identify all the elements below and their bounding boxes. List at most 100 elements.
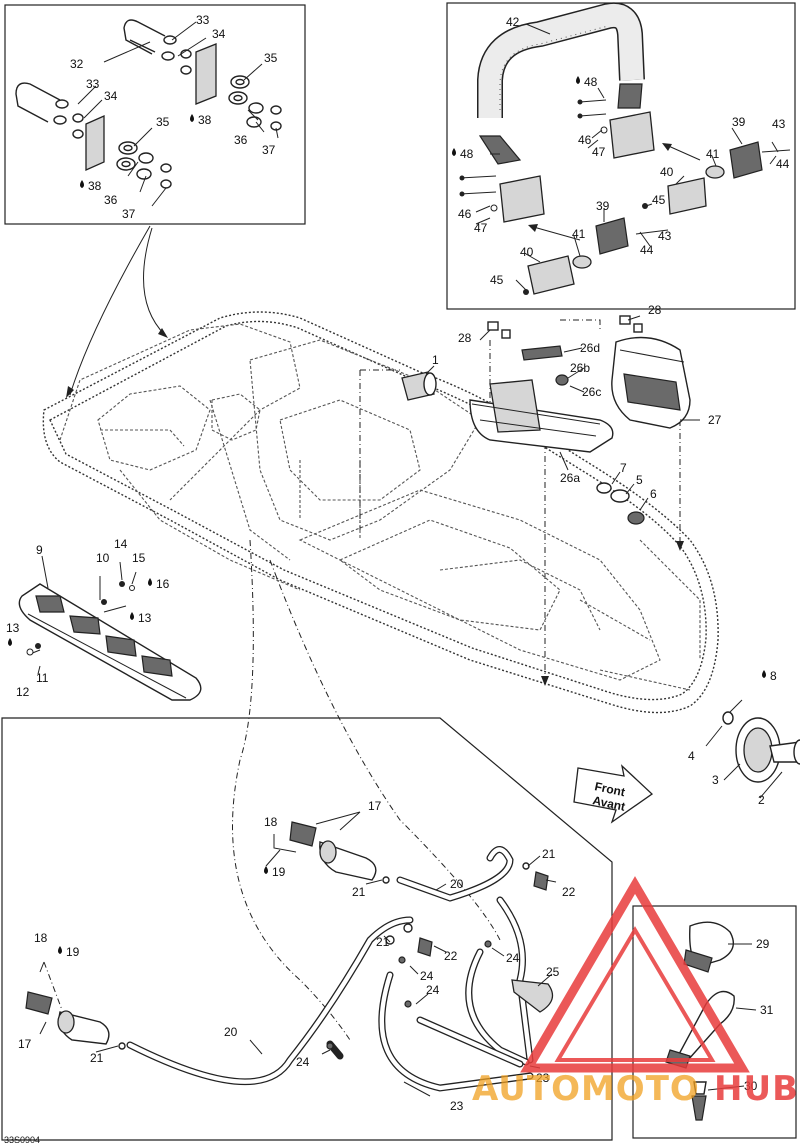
- callout-20: 20: [224, 1025, 238, 1039]
- callout-17: 17: [18, 1037, 32, 1051]
- tow-hook-washers: [53, 35, 192, 139]
- callout-13: 13: [6, 621, 20, 635]
- grab-handle: [477, 2, 645, 165]
- callout-24: 24: [296, 1055, 310, 1069]
- backing-plate-upper: [195, 43, 217, 105]
- callout-19: 19: [272, 865, 286, 879]
- callout-40: 40: [520, 245, 534, 259]
- callout-35: 35: [156, 115, 170, 129]
- callout-33: 33: [196, 13, 210, 27]
- adhesive-droplet-icons: [8, 76, 766, 954]
- callout-26d: 26d: [580, 341, 600, 355]
- callout-21: 21: [376, 935, 390, 949]
- callout-14: 14: [114, 537, 128, 551]
- watermark-text-right: HUB: [714, 1069, 799, 1109]
- callout-labels: 33 34 32 35 33 34 38 36 35 37 38 36 37 4…: [6, 13, 790, 1113]
- callout-2: 2: [758, 793, 765, 807]
- bilge-hoses: [126, 846, 534, 1092]
- callout-22: 22: [444, 949, 458, 963]
- hatch-bushing: [401, 371, 437, 401]
- callout-29: 29: [756, 937, 770, 951]
- callout-9: 9: [36, 543, 43, 557]
- callout-26b: 26b: [570, 361, 590, 375]
- callout-24: 24: [426, 983, 440, 997]
- diagram-code: 33S0904: [4, 1135, 40, 1145]
- backing-plate-lower: [85, 114, 105, 172]
- callout-48: 48: [584, 75, 598, 89]
- callout-36: 36: [104, 193, 118, 207]
- pointer-arrow-tow: [69, 225, 151, 396]
- callout-39: 39: [732, 115, 746, 129]
- drain-plug: [722, 711, 800, 783]
- callout-46: 46: [578, 133, 592, 147]
- callout-21: 21: [352, 885, 366, 899]
- storage-bin: [469, 379, 614, 453]
- callout-42: 42: [506, 15, 520, 29]
- callout-10: 10: [96, 551, 110, 565]
- callout-15: 15: [132, 551, 146, 565]
- callout-39: 39: [596, 199, 610, 213]
- tow-hook-inset-box: [4, 4, 306, 225]
- callout-21: 21: [90, 1051, 104, 1065]
- callout-47: 47: [474, 221, 488, 235]
- callout-19: 19: [66, 945, 80, 959]
- callout-23: 23: [536, 1071, 550, 1085]
- handle-brackets: [499, 111, 655, 223]
- clamp-inset-box: [632, 905, 797, 1139]
- callout-44: 44: [776, 157, 790, 171]
- callout-17: 17: [368, 799, 382, 813]
- callout-24: 24: [506, 951, 520, 965]
- callout-34: 34: [212, 27, 226, 41]
- callout-25: 25: [546, 965, 560, 979]
- callout-13: 13: [138, 611, 152, 625]
- callout-43: 43: [658, 229, 672, 243]
- avant-label: Avant: [591, 793, 626, 814]
- callout-26a: 26a: [560, 471, 580, 485]
- handle-inset-box: [446, 2, 796, 310]
- callout-38: 38: [198, 113, 212, 127]
- callout-37: 37: [122, 207, 136, 221]
- u-bolt-upper: [123, 19, 166, 55]
- callout-6: 6: [650, 487, 657, 501]
- callout-33: 33: [86, 77, 100, 91]
- sponson: [18, 583, 202, 701]
- callout-36: 36: [234, 133, 248, 147]
- watermark-logo: [520, 876, 750, 1073]
- callout-38: 38: [88, 179, 102, 193]
- callout-4: 4: [688, 749, 695, 763]
- callout-3: 3: [712, 773, 719, 787]
- callout-43: 43: [772, 117, 786, 131]
- callout-18: 18: [264, 815, 278, 829]
- callout-18: 18: [34, 931, 48, 945]
- callout-22: 22: [562, 885, 576, 899]
- callout-47: 47: [592, 145, 606, 159]
- callout-31: 31: [760, 1003, 774, 1017]
- storage-tray: [611, 336, 691, 429]
- callout-28: 28: [648, 303, 662, 317]
- callout-45: 45: [652, 193, 666, 207]
- front-arrow: [573, 764, 654, 824]
- callout-20: 20: [450, 877, 464, 891]
- callout-26c: 26c: [582, 385, 601, 399]
- callout-46: 46: [458, 207, 472, 221]
- bilge-pumps: [25, 821, 377, 1045]
- callout-1: 1: [432, 353, 439, 367]
- hose-clamps: [665, 921, 735, 1121]
- callout-32: 32: [70, 57, 84, 71]
- u-bolt-lower: [15, 82, 61, 123]
- bilge-inset-box: [1, 717, 613, 1141]
- callout-24: 24: [420, 969, 434, 983]
- callout-44: 44: [640, 243, 654, 257]
- callout-11: 11: [36, 671, 49, 685]
- callout-41: 41: [706, 147, 720, 161]
- storage-clips: [487, 315, 645, 525]
- callout-30: 30: [744, 1079, 758, 1093]
- callout-8: 8: [770, 669, 777, 683]
- handle-hinge-parts: [527, 141, 763, 295]
- callout-16: 16: [156, 577, 170, 591]
- callout-40: 40: [660, 165, 674, 179]
- callout-37: 37: [262, 143, 276, 157]
- handle-screws: [459, 99, 791, 295]
- callout-12: 12: [16, 685, 30, 699]
